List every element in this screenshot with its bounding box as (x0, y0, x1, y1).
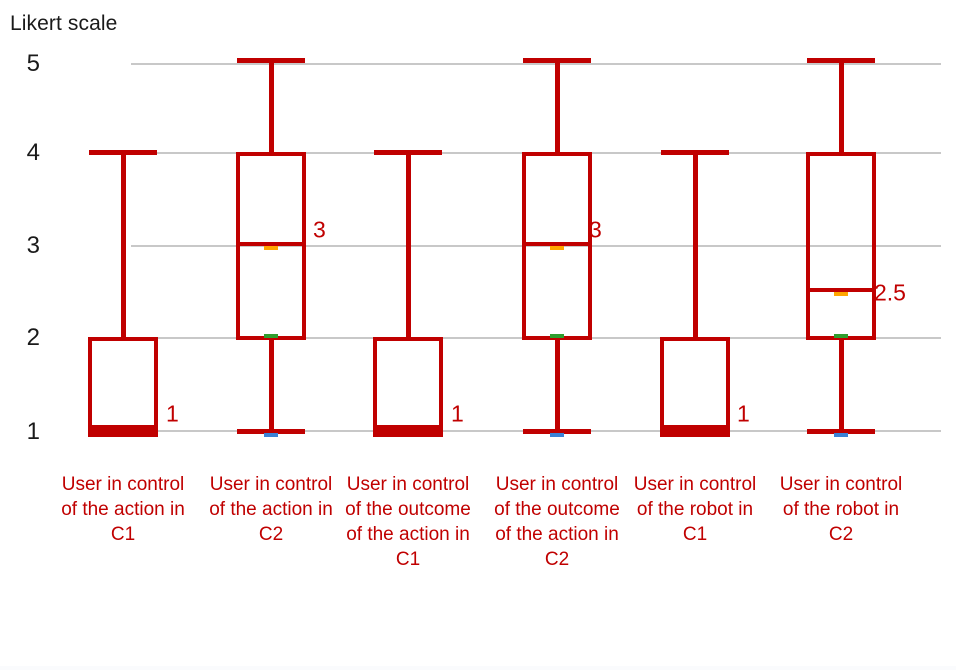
box-group-6 (806, 0, 876, 670)
value-label-5: 1 (737, 400, 750, 427)
upper-whisker-4 (554, 58, 560, 154)
box-5 (660, 337, 730, 433)
gridline-2 (131, 337, 941, 339)
gridline-5 (131, 63, 941, 65)
y-tick-3: 3 (26, 232, 40, 259)
gridline-1 (131, 430, 941, 432)
x-category-label-1: User in control of the action in C1 (61, 474, 185, 545)
y-tick-4: 4 (26, 139, 40, 166)
min-marker-2 (264, 433, 278, 437)
lower-whisker-4 (554, 338, 560, 432)
value-label-4: 3 (589, 216, 602, 243)
min-marker-6 (834, 433, 848, 437)
box-1 (88, 337, 158, 433)
box-group-2 (236, 0, 306, 670)
y-tick-5: 5 (26, 50, 40, 77)
value-label-6: 2.5 (874, 279, 906, 306)
y-tick-1: 1 (26, 418, 40, 445)
gridline-4 (131, 152, 941, 154)
value-label-3: 1 (451, 400, 464, 427)
median-line-6 (806, 288, 876, 292)
value-label-1: 1 (166, 400, 179, 427)
upper-whisker-3 (405, 150, 411, 337)
lower-whisker-6 (838, 338, 844, 432)
box-group-5 (660, 0, 730, 670)
bottom-edge-divider (0, 666, 956, 670)
upper-whisker-1 (120, 150, 126, 337)
mean-marker-6 (834, 292, 848, 296)
box-group-1 (88, 0, 158, 670)
x-category-label-4: User in control of the outcome of the ac… (494, 474, 620, 570)
gridline-3 (131, 245, 941, 247)
y-axis-title: Likert scale (10, 12, 118, 35)
x-category-label-5: User in control of the robot in C1 (633, 474, 757, 545)
upper-whisker-5 (692, 150, 698, 337)
box-3 (373, 337, 443, 433)
x-category-label-6: User in control of the robot in C2 (779, 474, 903, 545)
y-tick-2: 2 (26, 324, 40, 351)
value-label-2: 3 (313, 216, 326, 243)
x-category-label-3: User in control of the outcome of the ac… (345, 474, 471, 570)
upper-whisker-6 (838, 58, 844, 154)
min-marker-4 (550, 433, 564, 437)
upper-whisker-2 (268, 58, 274, 154)
x-category-label-2: User in control of the action in C2 (209, 474, 333, 545)
lower-whisker-2 (268, 338, 274, 432)
